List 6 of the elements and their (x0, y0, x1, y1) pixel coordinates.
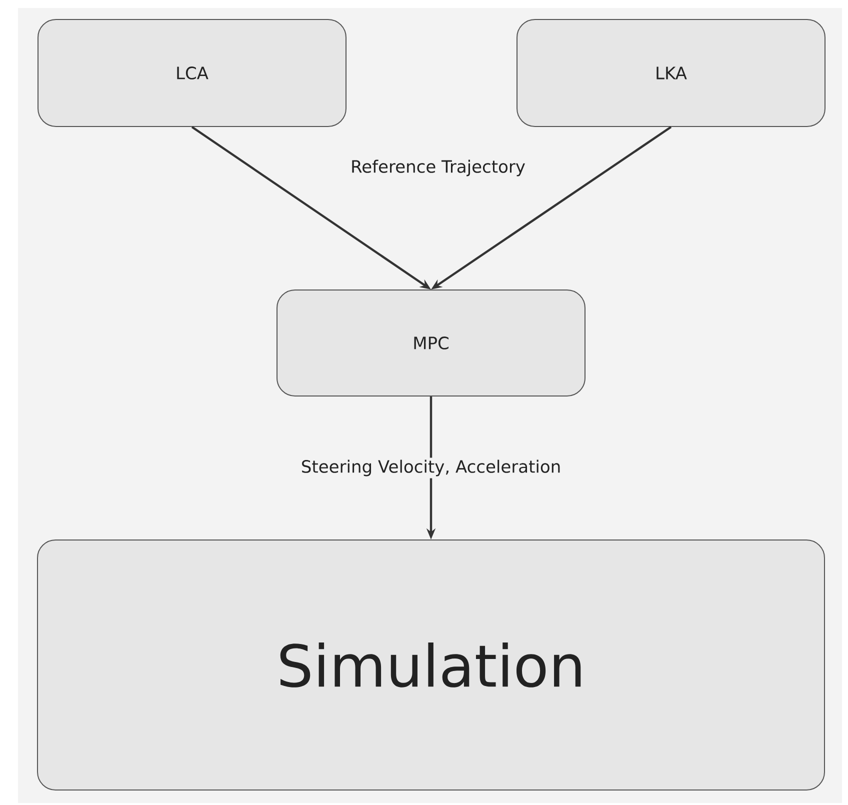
edge-label: Steering Velocity, Acceleration (298, 458, 564, 478)
process-box: LCA (38, 19, 346, 127)
process-box: Simulation (37, 540, 825, 790)
process-box: LKA (516, 19, 826, 127)
label: Reference Trajectory (348, 158, 528, 178)
process-box: MPC (276, 290, 586, 396)
